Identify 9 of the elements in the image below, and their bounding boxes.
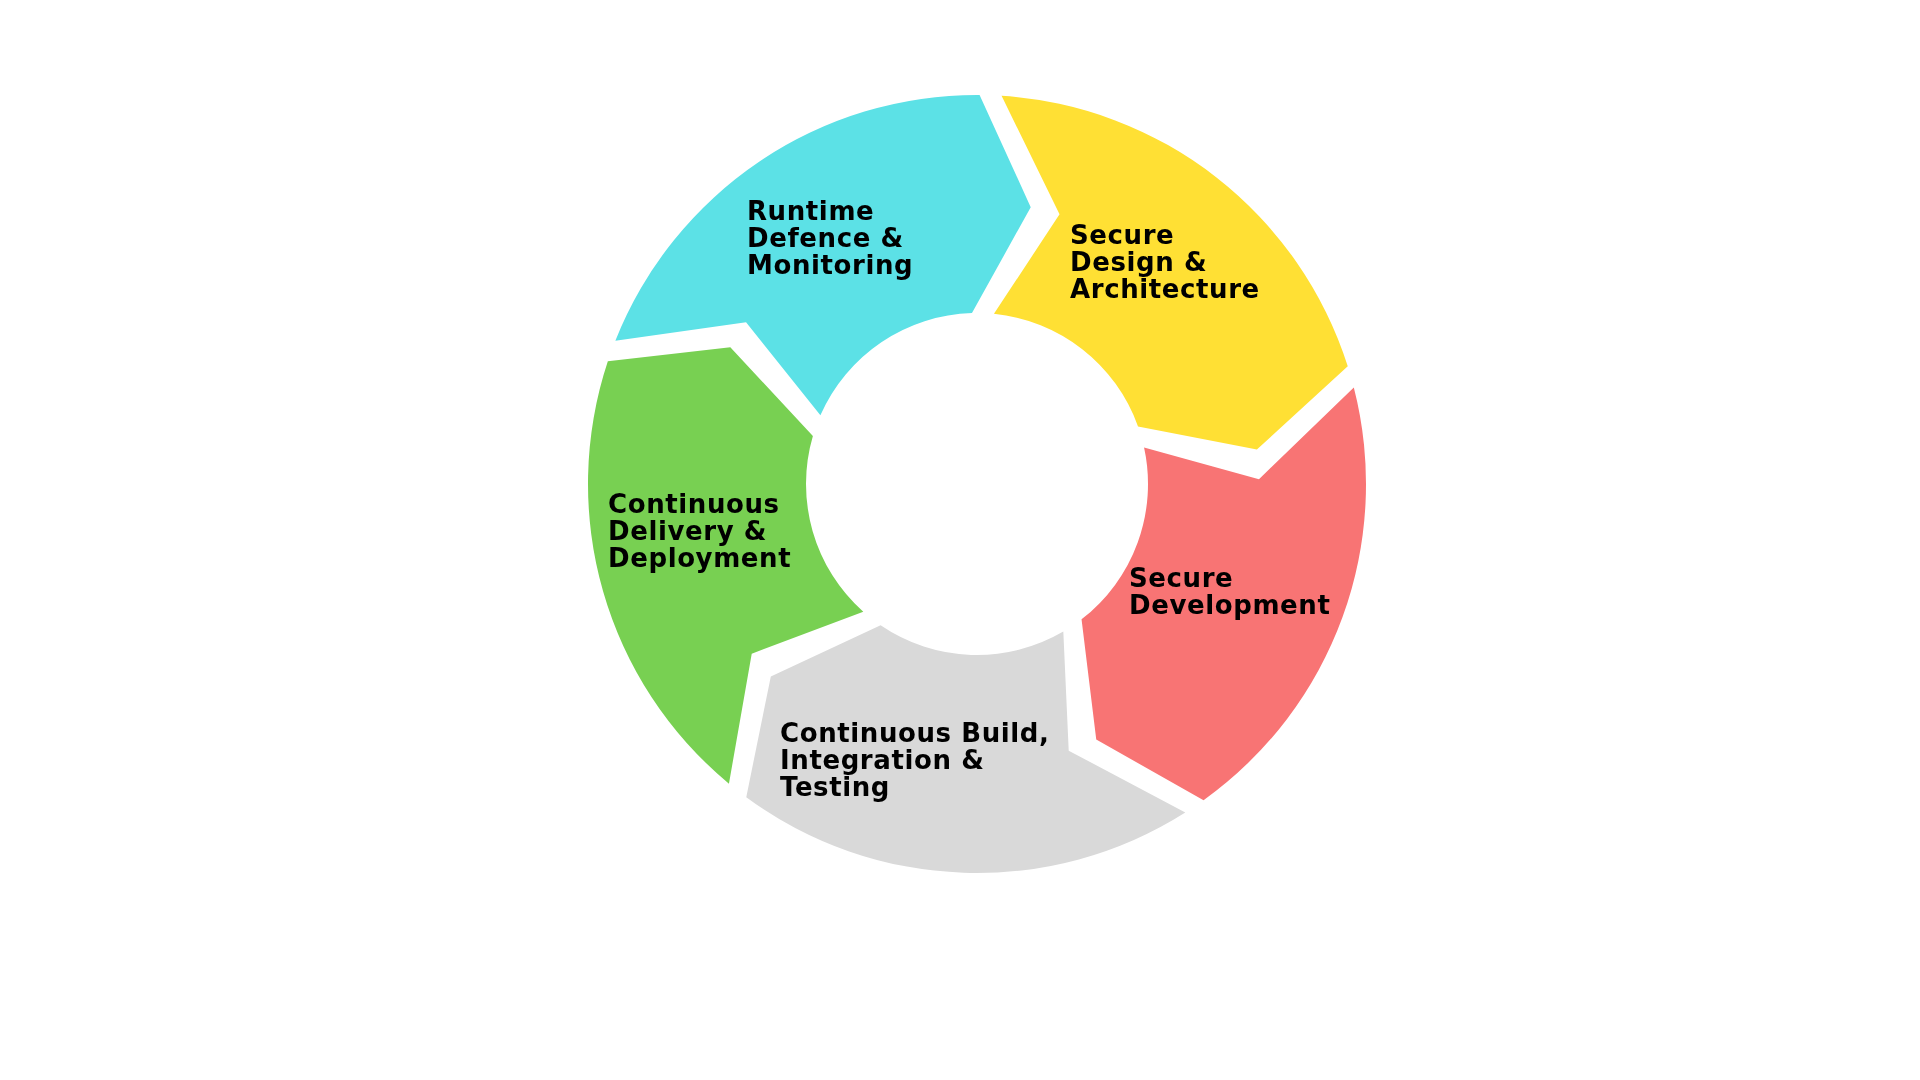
- stage-label: Continuous Build, Integration & Testing: [780, 720, 1051, 801]
- arrow-segment: [993, 95, 1348, 450]
- arrow-segment: [615, 95, 1031, 416]
- stage-label: Secure Development: [1129, 565, 1332, 619]
- stage-label: Runtime Defence & Monitoring: [747, 198, 915, 279]
- stage-label: Secure Design & Architecture: [1070, 222, 1261, 303]
- stage-label: Continuous Delivery & Deployment: [608, 491, 793, 572]
- arrow-segment: [1081, 387, 1366, 801]
- arrow-segment: [746, 625, 1186, 873]
